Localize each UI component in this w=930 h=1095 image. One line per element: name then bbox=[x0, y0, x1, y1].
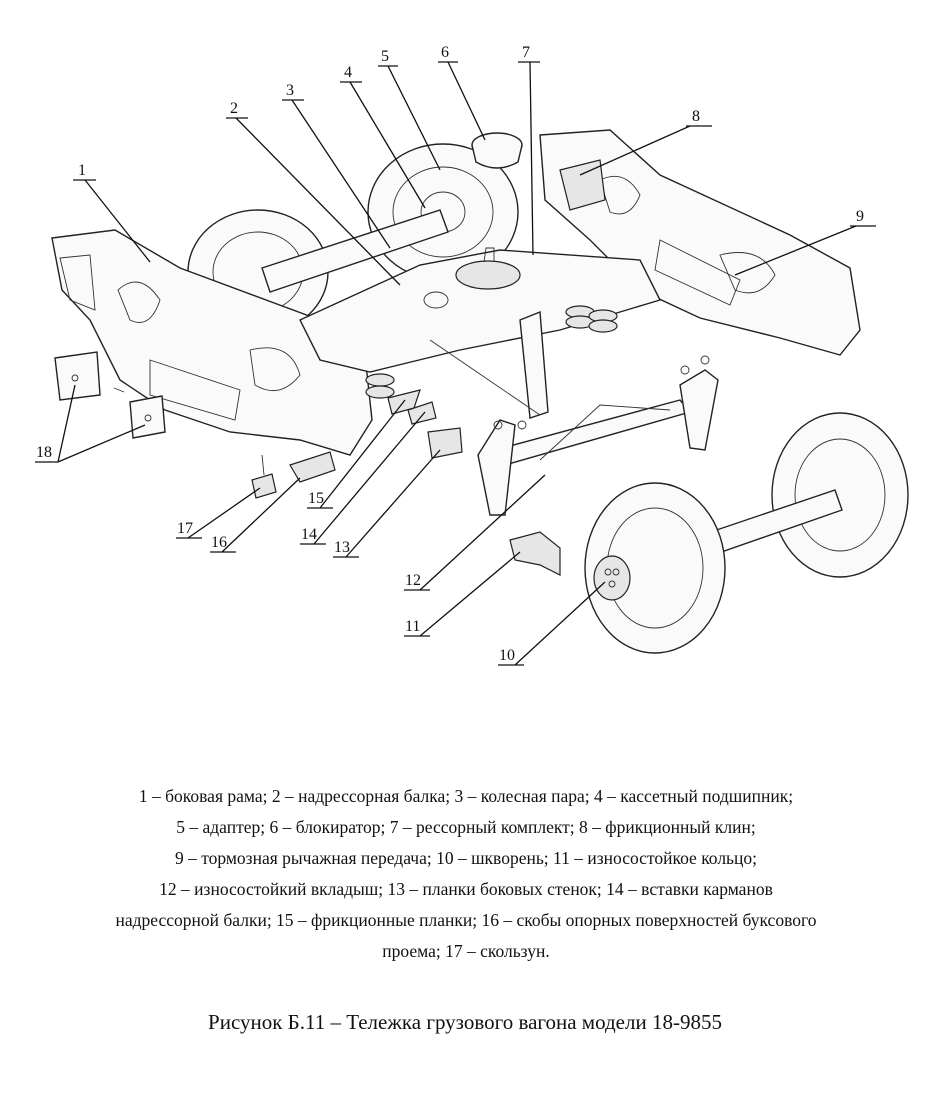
callout-16: 16 bbox=[211, 534, 227, 551]
callout-7: 7 bbox=[522, 44, 530, 61]
brake-rigging bbox=[429, 310, 719, 516]
legend-line: 5 – адаптер; 6 – блокиратор; 7 – рессорн… bbox=[176, 817, 756, 837]
callout-6: 6 bbox=[441, 44, 449, 61]
bogie-exploded-drawing: 1 2 3 4 5 6 7 8 9 10 11 12 13 14 15 16 1… bbox=[35, 44, 909, 666]
callout-2: 2 bbox=[230, 100, 238, 117]
callout-labels: 1 2 3 4 5 6 7 8 9 10 11 12 13 14 15 16 1… bbox=[36, 44, 864, 664]
callout-13: 13 bbox=[334, 539, 350, 556]
callout-17: 17 bbox=[177, 520, 193, 537]
callout-11: 11 bbox=[405, 618, 420, 635]
callout-9: 9 bbox=[856, 208, 864, 225]
callout-4: 4 bbox=[344, 64, 352, 81]
callout-5: 5 bbox=[381, 48, 389, 65]
legend-line: проема; 17 – скользун. bbox=[382, 941, 550, 961]
callout-15: 15 bbox=[308, 490, 324, 507]
right-side-frame bbox=[539, 129, 861, 356]
friction-wedge bbox=[559, 159, 606, 211]
front-wheelset bbox=[584, 412, 909, 654]
legend-line: 12 – износостойкий вкладыш; 13 – планки … bbox=[159, 879, 773, 899]
callout-18: 18 bbox=[36, 444, 52, 461]
callout-3: 3 bbox=[286, 82, 294, 99]
legend-line: 9 – тормозная рычажная передача; 10 – шк… bbox=[174, 848, 758, 868]
figure-caption: Рисунок Б.11 – Тележка грузового вагона … bbox=[208, 1010, 722, 1034]
rear-wheelset bbox=[187, 143, 519, 335]
callout-1: 1 bbox=[78, 162, 86, 179]
spring-set bbox=[365, 305, 618, 399]
bolster-beam bbox=[299, 247, 661, 373]
callout-10: 10 bbox=[499, 647, 515, 664]
legend-line: надрессорной балки; 15 – фрикционные пла… bbox=[115, 910, 817, 930]
legend-line: 1 – боковая рама; 2 – надрессорная балка… bbox=[138, 786, 794, 806]
callout-14: 14 bbox=[301, 526, 317, 543]
callout-12: 12 bbox=[405, 572, 421, 589]
left-side-frame bbox=[51, 229, 373, 456]
leader-lines bbox=[35, 61, 876, 666]
callout-8: 8 bbox=[692, 108, 700, 125]
parts-legend: 1 – боковая рама; 2 – надрессорная балка… bbox=[10, 781, 922, 967]
blocker-part bbox=[471, 132, 523, 169]
